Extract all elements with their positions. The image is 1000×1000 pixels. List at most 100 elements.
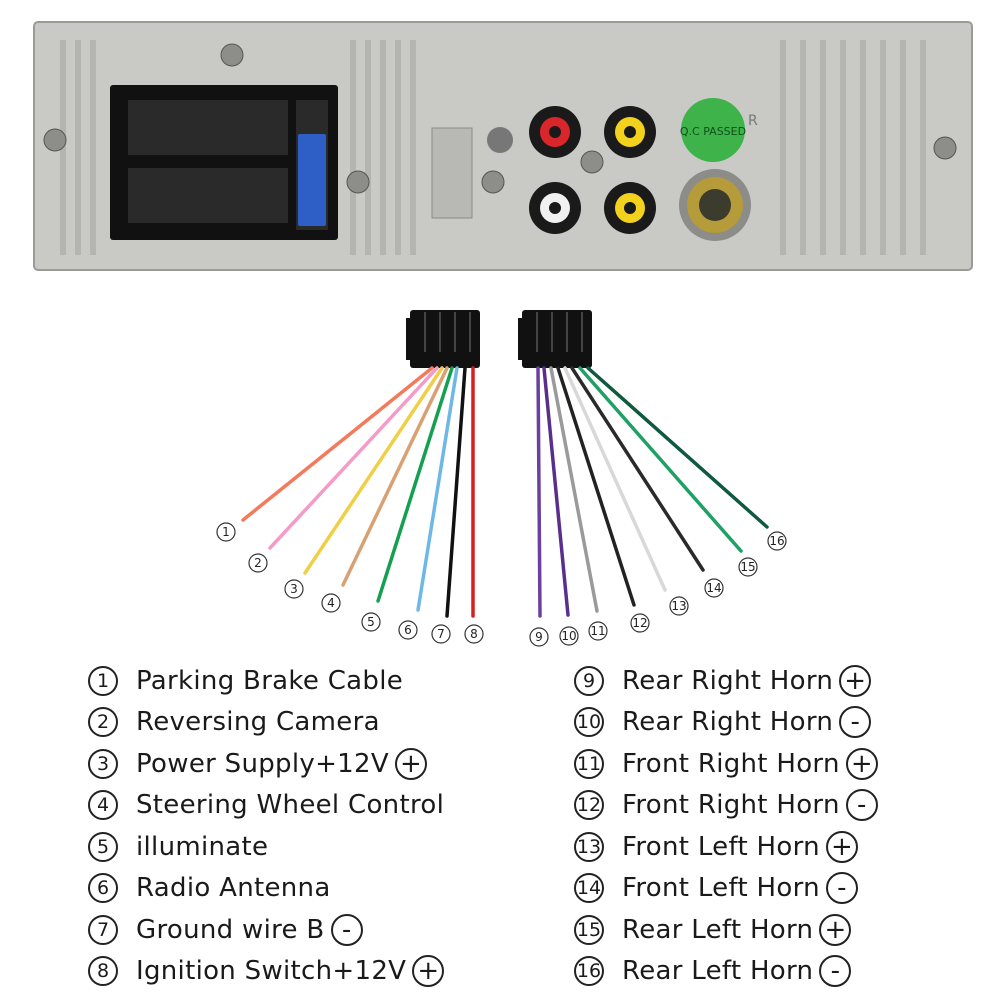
- polarity-icon: +: [819, 913, 852, 946]
- screw-icon: [580, 150, 604, 174]
- legend-label: Parking Brake Cable: [136, 665, 404, 696]
- legend-item: 9 Rear Right Horn+: [574, 660, 878, 702]
- legend-label: Rear Left Horn: [622, 914, 814, 945]
- screw-icon: [346, 170, 370, 194]
- polarity-icon: -: [839, 706, 872, 739]
- heat-sink-fin: [380, 40, 386, 255]
- wire-number-label: 7: [437, 627, 445, 641]
- harness-connector-left: [406, 310, 480, 368]
- harness-connector-right: [518, 310, 592, 368]
- heat-sink-fin: [410, 40, 416, 255]
- legend-label: Reversing Camera: [136, 707, 380, 738]
- legend-item: 16 Rear Left Horn-: [574, 951, 878, 993]
- qc-passed-sticker: Q.C PASSED: [680, 98, 746, 162]
- wire-number-label: 16: [769, 534, 784, 548]
- heat-sink-fin: [800, 40, 806, 255]
- wire-9: [536, 366, 542, 618]
- wire-number-badge: 16: [574, 956, 604, 987]
- wire-number-label: 15: [740, 560, 755, 574]
- wire-12: [556, 366, 636, 607]
- qc-sticker-text: Q.C PASSED: [680, 125, 746, 138]
- legend-item: 13 Front Left Horn+: [574, 826, 878, 868]
- wire-number-circle: [630, 613, 650, 633]
- wire-number-circle: [767, 531, 787, 551]
- polarity-icon: +: [839, 664, 872, 697]
- heat-sink-fin: [900, 40, 906, 255]
- heat-sink-fin: [860, 40, 866, 255]
- wire-6: [416, 366, 459, 612]
- wire-number-badge: 6: [88, 873, 118, 904]
- screw-icon: [481, 170, 505, 194]
- heat-sink-fin: [840, 40, 846, 255]
- legend-label: Front Left Horn: [622, 831, 820, 862]
- wire-number-badge: 10: [574, 707, 604, 738]
- wire-1: [241, 366, 434, 522]
- unit-edge-text: R: [748, 113, 758, 129]
- wire-number-circle: [588, 621, 608, 641]
- legend-label: Rear Right Horn: [622, 707, 834, 738]
- screw-icon: [933, 136, 957, 160]
- wire-13: [563, 366, 667, 592]
- heat-sink-fin: [395, 40, 401, 255]
- mounting-bracket: [431, 127, 473, 219]
- wire-number-circle: [284, 579, 304, 599]
- polarity-icon: -: [819, 955, 852, 988]
- legend-label: Power Supply+12V: [136, 748, 389, 779]
- wire-number-circle: [738, 557, 758, 577]
- polarity-icon: -: [330, 913, 363, 946]
- legend-label: Ignition Switch+12V: [136, 956, 407, 987]
- heat-sink-fin: [365, 40, 371, 255]
- heat-sink-fin: [90, 40, 96, 255]
- wire-number-badge: 5: [88, 831, 118, 862]
- heat-sink-fin: [75, 40, 81, 255]
- wire-number-badge: 15: [574, 914, 604, 945]
- polarity-icon: +: [394, 747, 427, 780]
- wire-11: [549, 366, 599, 613]
- wire-16: [586, 366, 769, 529]
- wire-number-badge: 13: [574, 831, 604, 862]
- wire-4: [341, 366, 449, 587]
- legend-label: Rear Right Horn: [622, 665, 834, 696]
- heat-sink-fin: [880, 40, 886, 255]
- wire-number-label: 13: [671, 599, 686, 613]
- polarity-icon: +: [412, 955, 445, 988]
- polarity-icon: +: [845, 747, 878, 780]
- wire-number-badge: 2: [88, 707, 118, 738]
- fuse: [298, 134, 326, 226]
- wire-number-badge: 12: [574, 790, 604, 821]
- wire-number-circle: [216, 522, 236, 542]
- wire-10: [542, 366, 570, 617]
- screw-icon: [220, 43, 244, 67]
- polarity-icon: -: [825, 872, 858, 905]
- wire-number-label: 14: [706, 581, 721, 595]
- head-unit-back: Q.C PASSED R: [33, 21, 973, 271]
- legend-item: 15 Rear Left Horn+: [574, 909, 878, 951]
- wire-number-badge: 9: [574, 665, 604, 696]
- heat-sink-fin: [350, 40, 356, 255]
- wire-number-label: 9: [535, 630, 543, 644]
- legend-label: Front Right Horn: [622, 790, 840, 821]
- wire-number-circle: [398, 620, 418, 640]
- wire-number-label: 4: [327, 596, 335, 610]
- legend-item: 10 Rear Right Horn-: [574, 702, 878, 744]
- legend-label: Steering Wheel Control: [136, 790, 445, 821]
- wire-number-circle: [529, 627, 549, 647]
- legend-item: 2 Reversing Camera: [88, 702, 444, 744]
- wire-number-badge: 14: [574, 873, 604, 904]
- wire-number-label: 3: [290, 582, 298, 596]
- polarity-icon: +: [825, 830, 858, 863]
- wire-number-circle: [361, 612, 381, 632]
- legend-label: Rear Left Horn: [622, 956, 814, 987]
- wire-number-circle: [431, 624, 451, 644]
